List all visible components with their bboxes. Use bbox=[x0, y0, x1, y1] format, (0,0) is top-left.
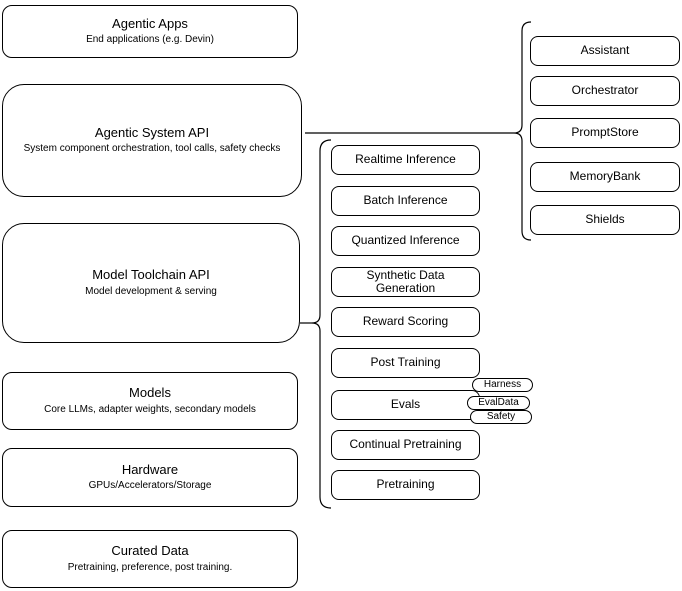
node-assistant: Assistant bbox=[530, 36, 680, 66]
node-batch-inference: Batch Inference bbox=[331, 186, 480, 216]
node-models-subtitle: Core LLMs, adapter weights, secondary mo… bbox=[44, 403, 256, 415]
node-model-toolchain-api: Model Toolchain API Model development & … bbox=[2, 223, 300, 343]
node-reward-scoring: Reward Scoring bbox=[331, 307, 480, 337]
node-agentic-apps-title: Agentic Apps bbox=[112, 15, 188, 31]
node-orchestrator: Orchestrator bbox=[530, 76, 680, 106]
node-memorybank: MemoryBank bbox=[530, 162, 680, 192]
node-pretraining: Pretraining bbox=[331, 470, 480, 500]
node-models-title: Models bbox=[129, 385, 171, 401]
brace-toolchain-items bbox=[311, 139, 332, 509]
node-agentic-apps-subtitle: End applications (e.g. Devin) bbox=[86, 34, 214, 46]
node-realtime-inference: Realtime Inference bbox=[331, 145, 480, 175]
node-agentic-system-api: Agentic System API System component orch… bbox=[2, 84, 302, 197]
node-agentic-apps: Agentic Apps End applications (e.g. Devi… bbox=[2, 5, 298, 58]
pill-evaldata: EvalData bbox=[467, 396, 530, 410]
node-curated-data-subtitle: Pretraining, preference, post training. bbox=[67, 561, 233, 573]
node-curated-data: Curated Data Pretraining, preference, po… bbox=[2, 530, 298, 588]
node-quantized-inference: Quantized Inference bbox=[331, 226, 480, 256]
node-synthetic-data-generation: Synthetic Data Generation bbox=[331, 267, 480, 297]
node-hardware-title: Hardware bbox=[121, 461, 179, 477]
node-evals: Evals bbox=[331, 390, 480, 420]
node-curated-data-title: Curated Data bbox=[111, 543, 189, 559]
node-model-toolchain-api-subtitle: Model development & serving bbox=[85, 285, 217, 297]
node-post-training: Post Training bbox=[331, 348, 480, 378]
node-agentic-system-api-title: Agentic System API bbox=[94, 124, 210, 140]
node-continual-pretraining: Continual Pretraining bbox=[331, 430, 480, 460]
node-model-toolchain-api-title: Model Toolchain API bbox=[92, 267, 210, 283]
node-shields: Shields bbox=[530, 205, 680, 235]
node-models: Models Core LLMs, adapter weights, secon… bbox=[2, 372, 298, 430]
pill-safety: Safety bbox=[470, 410, 532, 424]
pill-harness: Harness bbox=[472, 378, 533, 392]
node-hardware: Hardware GPUs/Accelerators/Storage bbox=[2, 448, 298, 507]
node-promptstore: PromptStore bbox=[530, 118, 680, 148]
node-hardware-subtitle: GPUs/Accelerators/Storage bbox=[88, 480, 212, 492]
node-agentic-system-api-subtitle: System component orchestration, tool cal… bbox=[23, 143, 281, 155]
brace-system-components bbox=[513, 21, 532, 241]
